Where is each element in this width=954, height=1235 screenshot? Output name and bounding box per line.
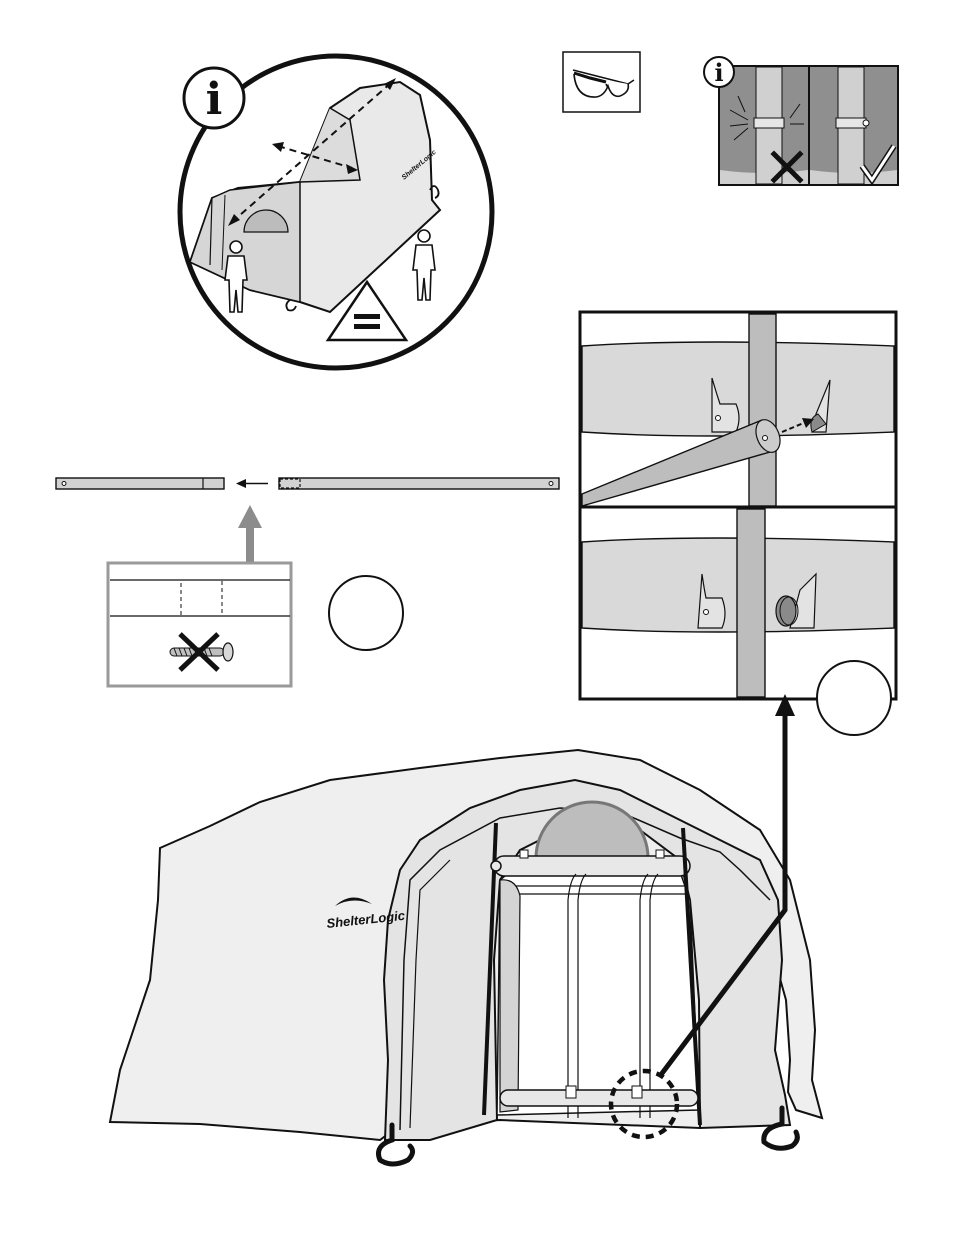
pipe-short bbox=[56, 478, 224, 489]
arrow-left-icon bbox=[236, 479, 268, 488]
info-letter: i bbox=[714, 58, 723, 87]
info-icon: i bbox=[704, 57, 734, 87]
arrow-up-icon bbox=[238, 505, 262, 563]
info-circle-two-people-panel: ShelterLogic i bbox=[180, 56, 492, 368]
pipe-long bbox=[279, 478, 559, 489]
pipe-joint-right-wrong-panel: i bbox=[704, 57, 898, 185]
info-letter: i bbox=[206, 74, 223, 125]
front-top-pipe bbox=[494, 856, 690, 876]
shelter-main-illustration: ShelterLogic bbox=[110, 750, 822, 1164]
pipe-assembly-row bbox=[56, 478, 559, 563]
safety-goggles-panel bbox=[563, 52, 640, 112]
step-circle-empty bbox=[329, 576, 403, 650]
info-icon: i bbox=[184, 68, 244, 128]
front-bottom-pipe bbox=[500, 1090, 698, 1106]
step-circle-empty bbox=[817, 661, 891, 735]
no-screw-detail-box bbox=[108, 563, 291, 686]
sleeve-pipe-steps-panel bbox=[580, 312, 896, 735]
